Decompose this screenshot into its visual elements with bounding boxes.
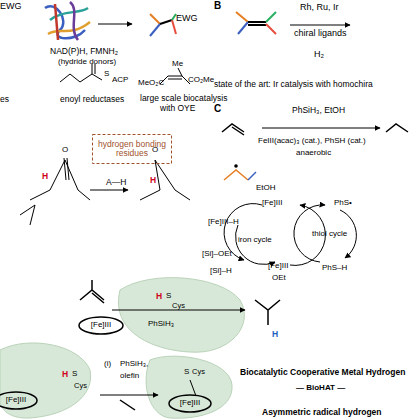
figure-label: H (42, 172, 48, 181)
iron-ellipse: [Fe]III (168, 394, 212, 413)
figure-label: O (62, 146, 68, 155)
figure-label: B (214, 0, 221, 11)
figure-label: Rh, Ru, Ir (300, 3, 339, 13)
figure-label: ACP (112, 76, 128, 85)
figure-label: large scale biocatalysis (140, 94, 227, 103)
figure-label: NAD(P)H, FMNH₂ (50, 47, 118, 56)
figure-label: iron cycle (238, 236, 272, 245)
figure-label: [Fe]III–H (208, 218, 239, 227)
figure-label: Cys (172, 302, 185, 310)
figure-label: EWG (176, 14, 198, 24)
figure-label: PhSiH₃, (120, 360, 148, 369)
node-text: [Fe]III (91, 321, 111, 329)
node-text: [Fe]III (6, 396, 26, 404)
figure-label: enoyl reductases (60, 95, 124, 104)
node-text: [Fe]III (180, 399, 200, 407)
protein-surface (0, 278, 244, 419)
figure-label: Me (172, 60, 183, 69)
figure-label: [Si]–H (210, 267, 232, 276)
figure-label: (hydride donors) (58, 58, 116, 67)
figure-label: Cys (192, 368, 205, 376)
figure-label: EtOH (256, 184, 276, 193)
figure-label: chiral ligands (294, 29, 347, 39)
figure-label: H (150, 176, 156, 185)
figure-label: H (62, 370, 68, 379)
residue-box: hydrogen bonding residues (92, 134, 172, 164)
figure-label: Biocatalytic Cooperative Metal Hydrogen (240, 368, 405, 377)
figure-label: es (0, 95, 9, 104)
node-text: hydrogen bonding residues (92, 140, 172, 158)
figure-label: S (166, 292, 171, 301)
figure-label: MeO₂C (138, 79, 164, 88)
figure-label: PhSiH₃ (148, 320, 174, 329)
figure-label: Cys (74, 382, 87, 390)
iron-ellipse: [Fe]III (0, 391, 38, 410)
figure-label: S (104, 70, 109, 79)
figure-label: OEt (272, 274, 286, 283)
figure-label: — BioHAT — (296, 384, 345, 393)
figure-label: S (72, 370, 77, 379)
figure-label: PhS• (334, 199, 352, 208)
iron-ellipse: [Fe]III (78, 316, 124, 335)
figure-label: S (184, 368, 189, 377)
figure-label: PhS–H (322, 264, 347, 273)
figure-label: [Fe]III (262, 199, 282, 208)
figure-label: CO₂Me (188, 76, 214, 85)
figure-label: with OYE (160, 104, 195, 113)
figure-label: (i) (104, 360, 111, 369)
figure-label: H₂ (314, 50, 324, 60)
figure-label: [Si]–OEt (202, 250, 232, 259)
figure-label: [Fe]III (268, 262, 288, 271)
figure-label: H (156, 292, 162, 301)
figure-label: Asymmetric radical hydrogen (262, 408, 382, 417)
figure-label: thiol cycle (312, 230, 347, 239)
protein-ribbon (45, 2, 90, 40)
figure-label: A—H (106, 178, 126, 187)
product-molecule (150, 14, 176, 36)
figure-label: state of the art: Ir catalysis with homo… (214, 80, 373, 89)
figure-label: olefin (120, 372, 139, 381)
figure-label: PhSiH₃, EtOH (292, 106, 345, 115)
figure-label: H (272, 330, 278, 339)
figure-label: anaerobic (296, 149, 331, 158)
figure-label: C (214, 103, 221, 114)
figure-label: FeIII(acac)₃ (cat.), PhSH (cat.) (258, 137, 366, 146)
figure-label: EWG (0, 2, 22, 12)
